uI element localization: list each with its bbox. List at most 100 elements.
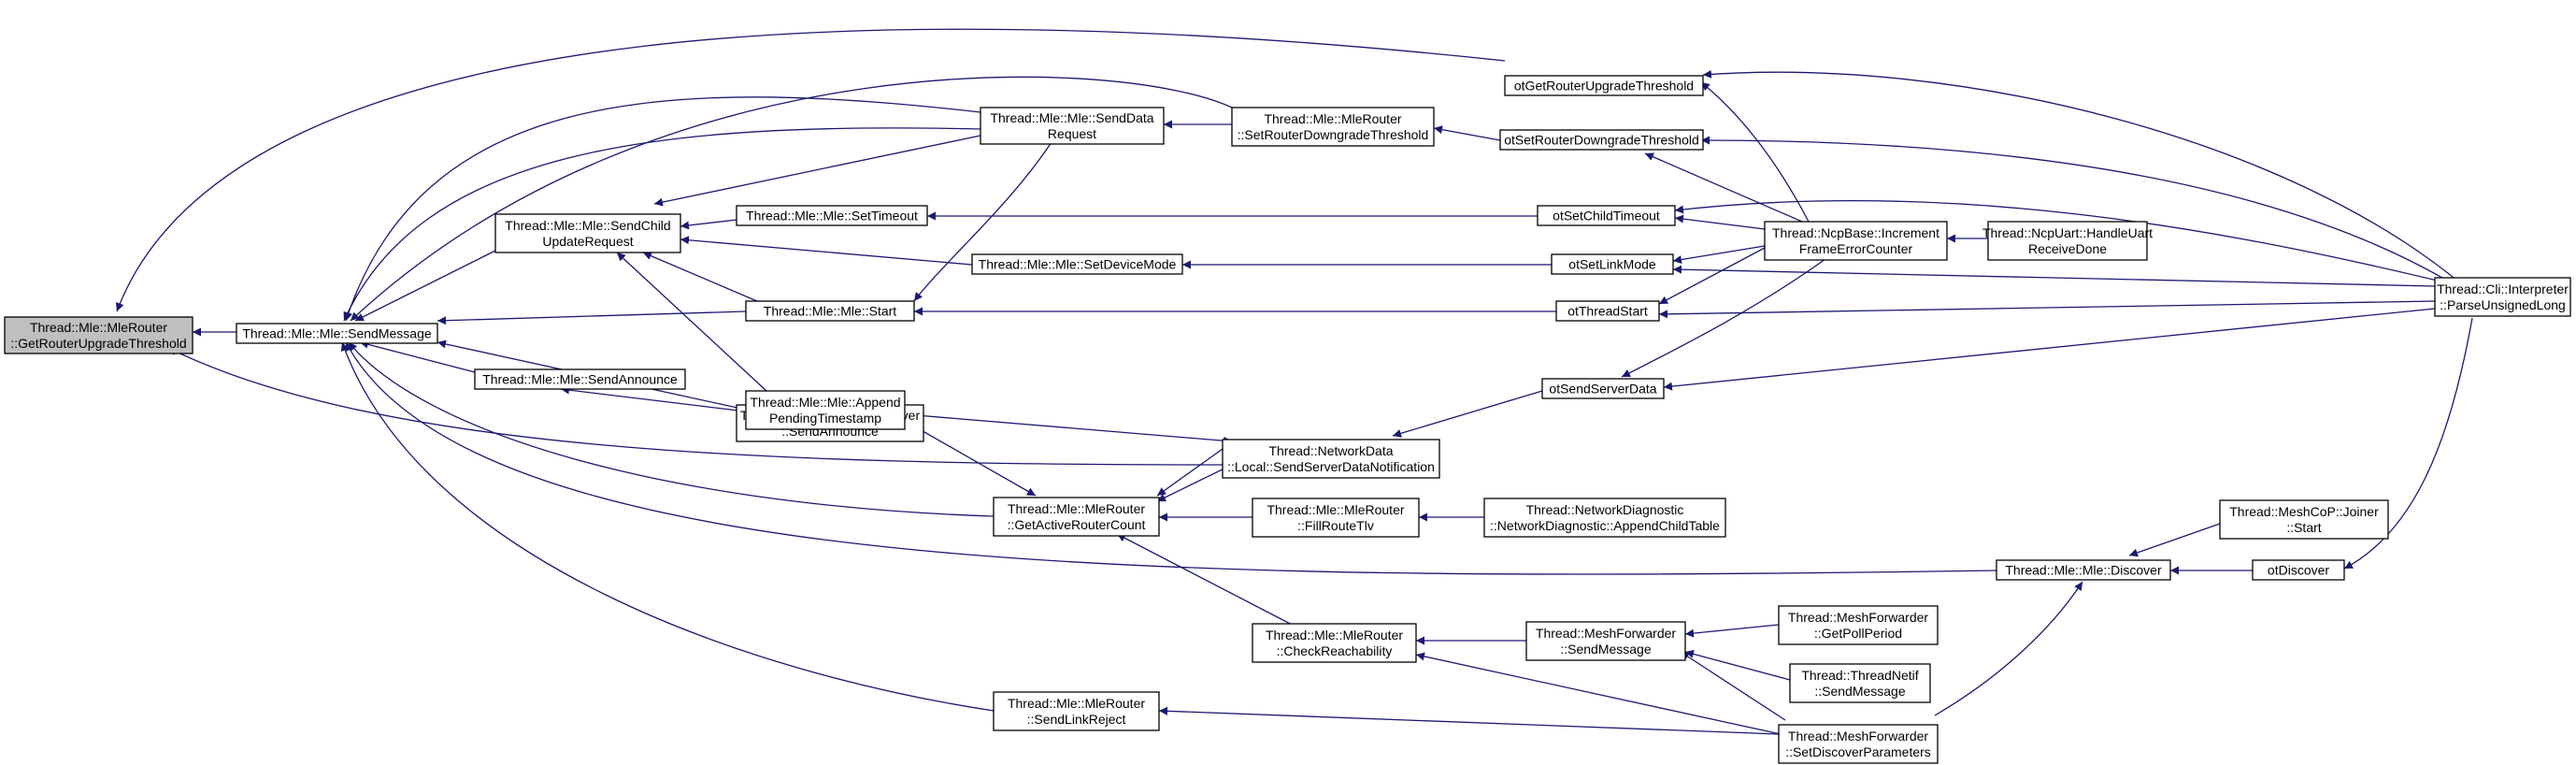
node-getActiveRouterCount[interactable]: Thread::Mle::MleRouter::GetActiveRouterC… — [993, 497, 1160, 537]
edge-sendServerDataNotification-to-getActiveRouterCount-2 — [1156, 464, 1233, 502]
node-label-line: Thread::Cli::Interpreter — [2437, 281, 2569, 296]
node-setRouterDowngradeThreshold[interactable]: Thread::Mle::MleRouter::SetRouterDowngra… — [1231, 107, 1435, 147]
node-label-line: ::GetPollPeriod — [1814, 626, 1902, 641]
node-otThreadStart[interactable]: otThreadStart — [1555, 300, 1660, 322]
node-otGetRouterUpgradeThreshold[interactable]: otGetRouterUpgradeThreshold — [1504, 75, 1704, 96]
node-getPollPeriod[interactable]: Thread::MeshForwarder::GetPollPeriod — [1778, 605, 1939, 645]
node-sendMessage[interactable]: Thread::Mle::Mle::SendMessage — [236, 323, 438, 344]
edge-incrementFrameErrorCounter-to-otSetChildTimeout — [1674, 214, 1766, 230]
node-joinerStart[interactable]: Thread::MeshCoP::Joiner::Start — [2219, 499, 2389, 540]
node-label-line: ::Local::SendServerDataNotification — [1227, 459, 1435, 474]
node-label-line: otSetChildTimeout — [1553, 209, 1660, 224]
edge-sendDataRequest-to-appendPendingTimestamp — [913, 141, 1052, 302]
node-otSetRouterDowngradeThreshold[interactable]: otSetRouterDowngradeThreshold — [1499, 129, 1704, 151]
node-box — [971, 253, 1183, 275]
node-box — [1252, 498, 1420, 538]
node-box — [993, 691, 1160, 731]
node-label-line: Thread::Mle::MleRouter — [1008, 501, 1145, 516]
node-setDeviceMode[interactable]: Thread::Mle::Mle::SetDeviceMode — [971, 253, 1183, 275]
node-label-line: Thread::Mle::Mle::Start — [764, 304, 896, 319]
node-setDiscoverParameters[interactable]: Thread::MeshForwarder::SetDiscoverParame… — [1778, 724, 1939, 764]
node-label-line: ::ParseUnsignedLong — [2440, 297, 2566, 312]
edge-setDiscoverParameters-to-sendLinkReject — [1158, 706, 1780, 735]
edge-parseUnsignedLong-to-otSetRouterDowngradeThreshold — [1700, 136, 2459, 288]
node-box — [494, 213, 681, 253]
node-label-line: Thread::Mle::MleRouter — [1266, 628, 1403, 642]
node-otDiscover[interactable]: otDiscover — [2252, 559, 2345, 581]
node-label-line: Thread::Mle::Mle::SendMessage — [242, 326, 432, 341]
edge-checkReachability-to-getActiveRouterCount — [1116, 533, 1300, 629]
edge-sendLinkReject-to-sendMessage — [340, 341, 995, 712]
node-box — [1525, 621, 1686, 661]
node-otSetChildTimeout[interactable]: otSetChildTimeout — [1537, 205, 1676, 226]
node-box — [993, 497, 1160, 537]
node-sendAnnounce[interactable]: Thread::Mle::Mle::SendAnnounce — [474, 368, 686, 390]
node-box — [1789, 663, 1931, 703]
edge-incrementFrameErrorCounter-to-otGetRouterUpgradeThreshold — [1700, 81, 1810, 223]
node-box — [1252, 623, 1417, 663]
edge-sendDataRequest-to-sendMessage-2 — [343, 127, 981, 322]
edge-announceBeginServer-to-sendAnnounce — [560, 385, 747, 412]
node-label-line: Thread::NcpBase::Increment — [1772, 225, 1939, 240]
edge-otGetRouterUpgradeThreshold-to-root — [115, 28, 1506, 312]
node-box — [1499, 129, 1704, 151]
node-sendLinkReject[interactable]: Thread::Mle::MleRouter::SendLinkReject — [993, 691, 1160, 731]
edge-getPollPeriod-to-meshForwarderSendMessage — [1684, 624, 1780, 638]
node-label-line: otSendServerData — [1549, 382, 1656, 397]
node-label-line: ::CheckReachability — [1277, 643, 1393, 658]
edge-setDeviceMode-to-sendChildUpdateRequest — [680, 236, 973, 266]
edge-sendServerDataNotification-to-root — [167, 347, 1224, 466]
node-box — [474, 368, 686, 390]
node-label-line: Thread::ThreadNetif — [1801, 668, 1918, 683]
node-parseUnsignedLong[interactable]: Thread::Cli::Interpreter::ParseUnsignedL… — [2434, 277, 2571, 317]
edge-parseUnsignedLong-to-otSetLinkMode — [1672, 265, 2436, 287]
node-incrementFrameErrorCounter[interactable]: Thread::NcpBase::IncrementFrameErrorCoun… — [1764, 221, 1948, 261]
node-label-line: Request — [1048, 126, 1096, 141]
edge-sendDataRequest-to-sendChildUpdateRequest — [653, 135, 981, 207]
node-label-line: Thread::Mle::Mle::SetTimeout — [746, 209, 918, 224]
node-mleDiscover[interactable]: Thread::Mle::Mle::Discover — [1996, 559, 2171, 581]
node-label-line: otSetLinkMode — [1568, 257, 1656, 272]
node-box — [4, 316, 193, 354]
node-box — [1778, 724, 1939, 764]
edge-appendPendingTimestamp-to-sendServerDataNotification — [904, 413, 1233, 445]
node-label-line: otSetRouterDowngradeThreshold — [1504, 133, 1699, 148]
edge-layer — [115, 28, 2473, 735]
edge-setDiscoverParameters-to-checkReachability — [1415, 652, 1782, 735]
node-label-line: Thread::Mle::MleRouter — [30, 320, 167, 335]
node-label-line: Thread::Mle::Mle::Append — [750, 395, 900, 410]
edge-incrementFrameErrorCounter-to-otSendServerData — [1621, 253, 1833, 378]
node-box — [2434, 277, 2571, 317]
node-label-line: ::Start — [2286, 520, 2321, 535]
node-label-line: ::FillRouteTlv — [1297, 518, 1374, 533]
node-otSendServerData[interactable]: otSendServerData — [1541, 378, 1665, 399]
node-otSetLinkMode[interactable]: otSetLinkMode — [1551, 253, 1674, 275]
node-threadNetifSendMessage[interactable]: Thread::ThreadNetif::SendMessage — [1789, 663, 1931, 703]
node-label-line: Thread::Mle::MleRouter — [1008, 696, 1145, 711]
edge-sendDataRequest-to-sendMessage — [344, 96, 981, 322]
node-label-line: UpdateRequest — [542, 234, 633, 249]
node-label-line: otThreadStart — [1567, 304, 1648, 319]
node-fillRouteTlv[interactable]: Thread::Mle::MleRouter::FillRouteTlv — [1252, 498, 1420, 538]
node-appendChildTable[interactable]: Thread::NetworkDiagnostic::NetworkDiagno… — [1483, 498, 1726, 538]
node-label-line: ReceiveDone — [2028, 241, 2107, 256]
node-setTimeout[interactable]: Thread::Mle::Mle::SetTimeout — [736, 205, 928, 226]
node-checkReachability[interactable]: Thread::Mle::MleRouter::CheckReachabilit… — [1252, 623, 1417, 663]
edge-sendAnnounce-to-sendMessage — [359, 339, 476, 373]
node-root[interactable]: Thread::Mle::MleRouter::GetRouterUpgrade… — [4, 316, 193, 354]
edge-setDiscoverParameters-to-mleDiscover — [1934, 581, 2083, 716]
edge-start-to-sendMessage — [436, 310, 747, 325]
node-sendServerDataNotification[interactable]: Thread::NetworkData::Local::SendServerDa… — [1222, 439, 1440, 479]
node-label-line: ::NetworkDiagnostic::AppendChildTable — [1490, 518, 1720, 533]
node-meshForwarderSendMessage[interactable]: Thread::MeshForwarder::SendMessage — [1525, 621, 1686, 661]
edge-setRouterDowngradeThreshold-to-sendMessage — [350, 76, 1233, 322]
node-label-line: Thread::Mle::Mle::SendChild — [505, 218, 670, 233]
node-start[interactable]: Thread::Mle::Mle::Start — [745, 300, 915, 322]
node-label-line: Thread::Mle::Mle::Discover — [2005, 563, 2162, 578]
node-box — [1551, 253, 1674, 275]
node-box — [2219, 499, 2389, 540]
